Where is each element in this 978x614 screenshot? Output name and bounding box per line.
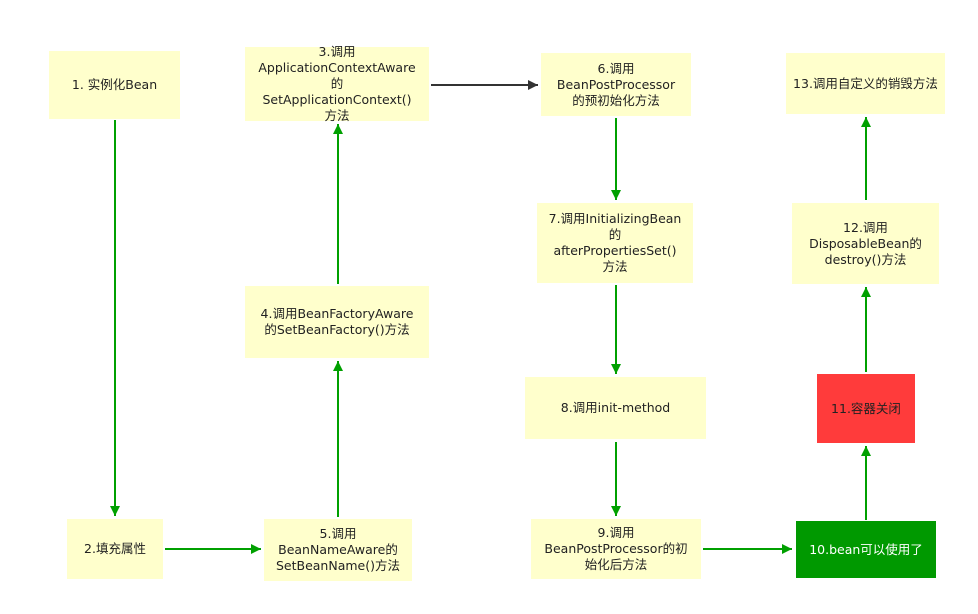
step-1-label: 1. 实例化Bean xyxy=(71,77,158,92)
step-7-label: 7.调用InitializingBean 的 afterPropertiesSe… xyxy=(548,211,682,274)
step-6-label: 6.调用 BeanPostProcessor 的预初始化方法 xyxy=(556,60,676,108)
step-5-label: 5.调用 BeanNameAware的 SetBeanName()方法 xyxy=(275,526,400,573)
step-9-label: 9.调用 BeanPostProcessor的初 始化后方法 xyxy=(544,525,688,572)
step-6-bpp-before-init: 6.调用 BeanPostProcessor 的预初始化方法 xyxy=(541,53,691,116)
step-3-label: 3.调用 ApplicationContextAware 的 SetApplic… xyxy=(258,44,416,123)
step-13-label: 13.调用自定义的销毁方法 xyxy=(793,75,938,91)
step-10-label: 10.bean可以使用了 xyxy=(809,541,923,557)
step-10-bean-ready: 10.bean可以使用了 xyxy=(796,521,936,578)
step-1-instantiate-bean: 1. 实例化Bean xyxy=(49,51,180,119)
step-2-populate-properties: 2.填充属性 xyxy=(67,519,163,579)
step-7-initializing-bean: 7.调用InitializingBean 的 afterPropertiesSe… xyxy=(537,203,693,283)
step-3-application-context-aware: 3.调用 ApplicationContextAware 的 SetApplic… xyxy=(245,44,429,123)
step-9-bpp-after-init: 9.调用 BeanPostProcessor的初 始化后方法 xyxy=(531,519,701,579)
step-4-label: 4.调用BeanFactoryAware 的SetBeanFactory()方法 xyxy=(260,306,414,337)
step-12-disposable-bean: 12.调用 DisposableBean的 destroy()方法 xyxy=(792,203,939,284)
step-5-bean-name-aware: 5.调用 BeanNameAware的 SetBeanName()方法 xyxy=(264,519,412,581)
step-11-container-shutdown: 11.容器关闭 xyxy=(817,374,915,443)
step-2-label: 2.填充属性 xyxy=(84,541,146,556)
step-13-custom-destroy-method: 13.调用自定义的销毁方法 xyxy=(786,53,945,114)
step-11-label: 11.容器关闭 xyxy=(831,400,901,416)
step-8-init-method: 8.调用init-method xyxy=(525,377,706,439)
step-12-label: 12.调用 DisposableBean的 destroy()方法 xyxy=(809,219,922,267)
step-4-bean-factory-aware: 4.调用BeanFactoryAware 的SetBeanFactory()方法 xyxy=(245,286,429,358)
step-8-label: 8.调用init-method xyxy=(560,400,671,415)
